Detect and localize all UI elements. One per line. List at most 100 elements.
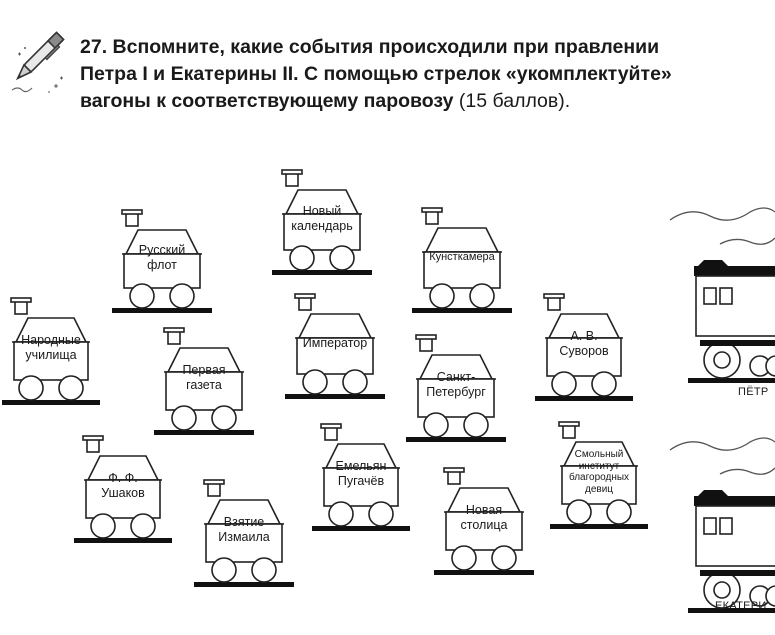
wagon-shape: [434, 467, 534, 575]
chimney-cap: [543, 293, 565, 299]
wheel: [368, 501, 394, 527]
small-wheel: [765, 355, 775, 377]
rail: [194, 582, 294, 587]
wheel: [129, 283, 155, 309]
wagon-label: А. В.Суворов: [559, 329, 609, 358]
chimney-cap: [415, 334, 437, 340]
wagon-shape: [550, 421, 648, 529]
wagon-body: [296, 337, 374, 375]
cab-roof-band: [694, 266, 775, 276]
task-line-1: 27. Вспомните, какие события происходили…: [80, 36, 660, 58]
wagon-body: [546, 337, 622, 377]
wagon-body: [561, 465, 637, 505]
chimney-cap: [163, 327, 185, 333]
wagon-body: [123, 253, 201, 289]
cab-roof: [698, 490, 728, 496]
locomotive-ekaterina[interactable]: ЕКАТЕРИ: [660, 420, 775, 630]
wheel: [491, 545, 517, 571]
task-line-2: Петра I и Екатерины II. С помощью стрело…: [80, 63, 672, 85]
wagon-shape: [285, 293, 385, 399]
wheel: [58, 375, 84, 401]
rail: [406, 437, 506, 442]
wheel: [18, 375, 44, 401]
cab-roof-band: [694, 496, 775, 506]
rail: [535, 396, 633, 401]
locomotive-petr[interactable]: ПЁТР: [660, 200, 775, 430]
rail: [2, 400, 100, 405]
cab-window: [719, 287, 733, 305]
rail: [550, 524, 648, 529]
wagon-body: [205, 523, 283, 563]
locomotive-shape: [669, 437, 775, 613]
wheel: [566, 499, 592, 525]
wagon-shape: [154, 327, 254, 435]
rail: [688, 608, 775, 613]
chimney-cap: [82, 435, 104, 441]
wheel: [171, 405, 197, 431]
smoke: [719, 237, 775, 245]
wagon-body: [445, 511, 523, 551]
rail: [154, 430, 254, 435]
wagon-body: [13, 341, 89, 381]
rail: [112, 308, 212, 313]
cab: [695, 505, 775, 567]
rail: [74, 538, 172, 543]
cab-roof: [698, 260, 728, 266]
rail: [688, 378, 775, 383]
chimney-cap: [10, 297, 32, 303]
wheel: [551, 371, 577, 397]
chimney-cap: [443, 467, 465, 473]
wheel: [90, 513, 116, 539]
wheel: [329, 245, 355, 271]
wagon-imperator[interactable]: Император: [285, 292, 385, 402]
cab-window: [703, 517, 717, 535]
wheel: [451, 545, 477, 571]
task-text: 27. Вспомните, какие события происходили…: [80, 34, 775, 115]
pen-icon: [11, 31, 65, 93]
wheel: [302, 369, 328, 395]
wagon-shape: [74, 435, 172, 543]
rail: [312, 526, 410, 531]
task-points: (15 баллов).: [458, 90, 571, 112]
chimney-cap: [281, 169, 303, 175]
big-wheel: [703, 341, 741, 379]
wagon-shape: [412, 207, 512, 313]
wheel: [169, 283, 195, 309]
smoke: [669, 437, 775, 451]
wagon-shape: [272, 169, 372, 275]
wagon-suvorov[interactable]: А. В.Суворов: [535, 292, 633, 404]
wagon-body: [283, 213, 361, 251]
chimney-cap: [558, 421, 580, 427]
locomotive-name: ЕКАТЕРИ: [715, 600, 767, 612]
task-line-3: вагоны к соответствующему паровозу: [80, 90, 454, 112]
locomotive-name: ПЁТР: [738, 386, 769, 398]
wagon-kunstkamera[interactable]: Кунсткамера: [412, 206, 512, 316]
chimney-cap: [203, 479, 225, 485]
rail: [272, 270, 372, 275]
rail: [434, 570, 534, 575]
chimney-cap: [320, 423, 342, 429]
chimney-cap: [294, 293, 316, 299]
wagon-ushakov[interactable]: Ф. Ф.Ушаков: [74, 434, 172, 546]
cab-window: [703, 287, 717, 305]
wagon-shape: [2, 297, 100, 405]
smoke: [669, 207, 775, 221]
smoke: [719, 467, 775, 475]
wagon-sankt-peterburg[interactable]: Санкт-Петербург: [406, 333, 506, 445]
locomotive-shape: [669, 207, 775, 383]
wheel: [251, 557, 277, 583]
frame: [700, 340, 775, 346]
rail: [285, 394, 385, 399]
